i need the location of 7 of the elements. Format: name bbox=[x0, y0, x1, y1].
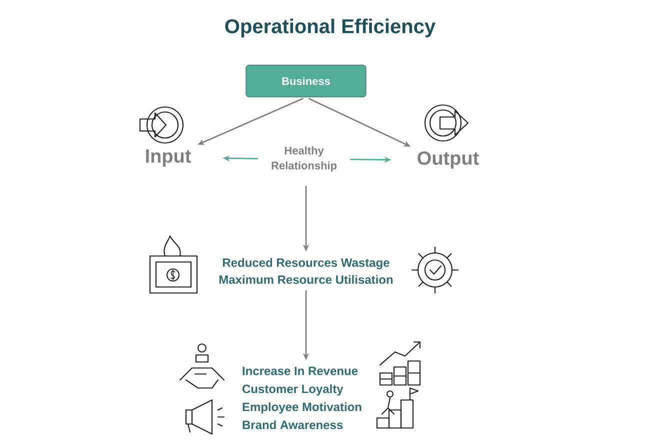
benefit-list: Increase In Revenue Customer Loyalty Employee Motivation Brand Awareness bbox=[242, 366, 362, 430]
edge-label: Healthy Relationship bbox=[258, 145, 350, 173]
result-text: Reduced Resources Wastage Maximum Resource Utilisation bbox=[219, 258, 393, 284]
title: Operational Efficiency bbox=[225, 18, 436, 38]
step-label: Input bbox=[146, 150, 191, 166]
step-label: Output bbox=[418, 151, 479, 169]
process-box: Business bbox=[246, 64, 366, 98]
